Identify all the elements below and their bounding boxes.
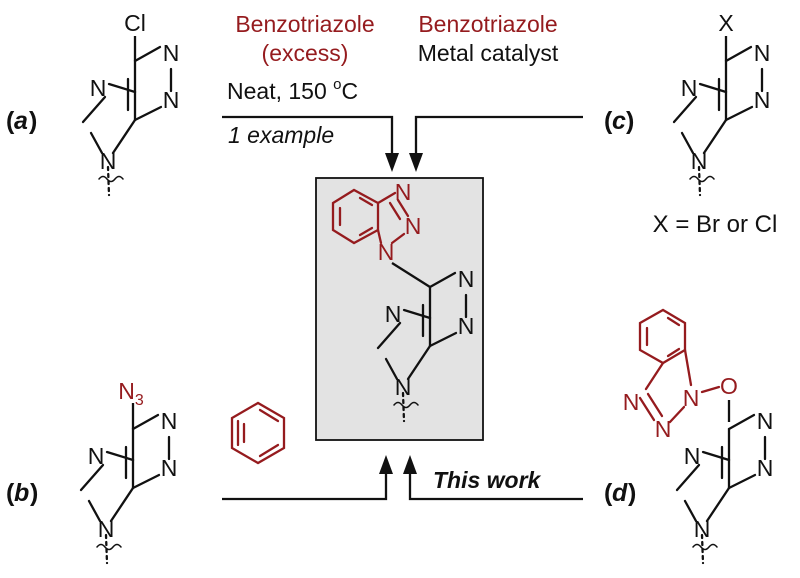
route-a: ( a ) Cl Benzotriazole (excess) Neat, 15… xyxy=(6,10,399,197)
route-a-conditions: Neat, 150 oC xyxy=(227,76,358,104)
route-a-arrow xyxy=(222,115,394,164)
hobt-n3-label: N xyxy=(623,389,640,415)
purine-chloro-structure: Cl xyxy=(81,10,181,197)
route-b-label: ( b ) xyxy=(6,479,38,507)
this-work-label: This work xyxy=(433,467,542,493)
svg-text:): ) xyxy=(626,107,634,135)
purine-halo-structure: X xyxy=(672,10,772,197)
route-b: ( b ) N3 xyxy=(6,378,393,565)
route-b-arrowhead xyxy=(379,455,393,474)
route-a-arrowhead xyxy=(385,153,399,172)
svg-text:(: ( xyxy=(6,479,15,507)
route-d-label: ( d ) xyxy=(604,479,636,507)
svg-text:(: ( xyxy=(6,107,15,135)
purine-obt-structure xyxy=(675,406,775,565)
route-c-arrowhead xyxy=(409,153,423,172)
svg-text:c: c xyxy=(612,107,626,135)
route-d: This work ( d ) N N N xyxy=(403,308,775,565)
route-a-reagent-line1: Benzotriazole xyxy=(235,11,374,37)
route-c-reagent-line1: Benzotriazole xyxy=(418,11,557,37)
route-c: Benzotriazole Metal catalyst ( c ) X X =… xyxy=(409,10,777,238)
route-c-reagent-line2: Metal catalyst xyxy=(418,40,559,66)
triazole-n1-label: N xyxy=(378,239,395,265)
halogen-substituent-label: X xyxy=(718,10,733,36)
chloro-substituent-label: Cl xyxy=(124,10,146,36)
route-c-arrow xyxy=(414,115,583,164)
route-c-label: ( c ) xyxy=(604,107,634,135)
route-d-arrowhead xyxy=(403,455,417,474)
hobt-n2-label: N xyxy=(655,416,672,442)
route-b-arrow xyxy=(222,466,388,501)
svg-text:(: ( xyxy=(604,479,613,507)
route-a-label: ( a ) xyxy=(6,107,37,135)
product-structure: N N N xyxy=(331,179,476,423)
purine-azido-structure: N3 xyxy=(79,378,179,565)
svg-text:d: d xyxy=(612,479,628,507)
hobt-moiety: N N N O xyxy=(623,308,738,442)
azido-substituent-label: N3 xyxy=(118,378,144,409)
svg-text:): ) xyxy=(628,479,636,507)
oxygen-label: O xyxy=(720,373,738,399)
svg-text:): ) xyxy=(30,479,38,507)
benzyne-structure xyxy=(230,401,286,465)
route-d-arrow xyxy=(408,466,583,501)
svg-text:a: a xyxy=(14,107,28,135)
svg-text:): ) xyxy=(29,107,37,135)
svg-text:b: b xyxy=(14,479,29,507)
triazole-n3-label: N xyxy=(395,179,412,205)
benzotriazole-moiety xyxy=(331,188,410,245)
triazole-n2-label: N xyxy=(405,213,422,239)
hobt-n1-label: N xyxy=(683,385,700,411)
route-a-note: 1 example xyxy=(228,122,334,148)
route-c-caption: X = Br or Cl xyxy=(653,211,778,238)
svg-text:(: ( xyxy=(604,107,613,135)
route-a-reagent-line2: (excess) xyxy=(262,40,349,66)
